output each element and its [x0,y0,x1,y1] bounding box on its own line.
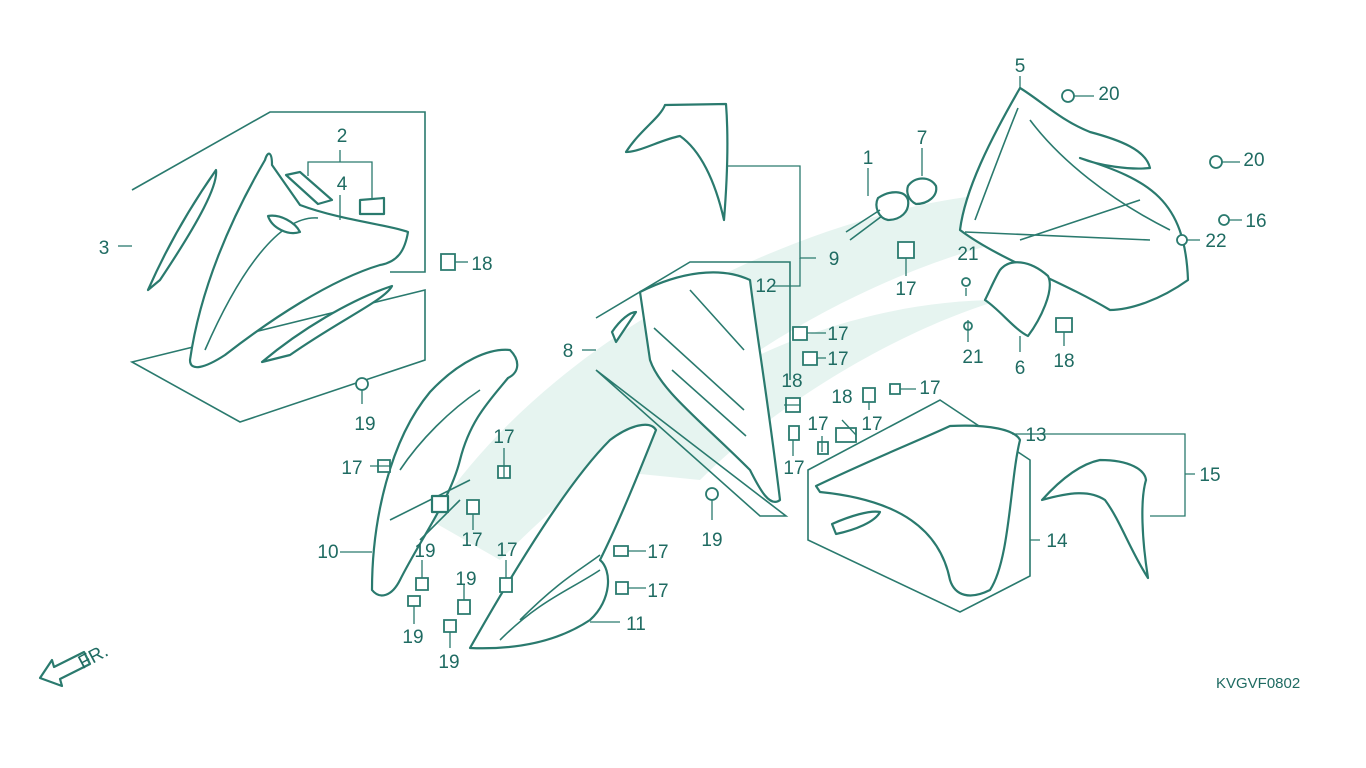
callout-label: 18 [1053,351,1074,372]
upper-frame-part-5 [958,76,1190,312]
callout-label: 11 [626,614,646,635]
callout-label: 17 [827,349,848,370]
callout-label: 17 [493,427,514,448]
diagram-code: KVGVF0802 [1216,675,1300,692]
leader-lines [361,95,1242,648]
callout-label: 17 [861,414,882,435]
callout-label: 10 [317,542,338,563]
callout-label: 19 [402,627,423,648]
watermark-logo [430,192,1180,560]
callout-label: 17 [496,540,517,561]
callout-label: 19 [701,530,722,551]
side-cover-part-13 [807,399,1195,613]
bracket-part-6 [983,261,1051,352]
parts-1-7-socket [845,148,938,241]
callout-label: 18 [781,371,802,392]
callout-label: 18 [471,254,492,275]
callout-label: 19 [455,569,476,590]
callout-labels: 1 2 3 4 5 6 7 8 9 10 11 12 13 14 15 16 1… [99,56,1267,673]
callout-label: 17 [895,279,916,300]
callout-label: 17 [647,542,668,563]
callout-label: 17 [341,458,362,479]
left-inner-panel-part-10 [340,348,519,597]
callout-label: 2 [337,126,348,147]
front-cover-group [118,111,468,423]
callout-label: 21 [957,244,978,265]
callout-label: 17 [827,324,848,345]
callout-label: 19 [438,652,459,673]
lower-cover-part-11 [468,423,658,650]
callout-label: 17 [461,530,482,551]
callout-label: 5 [1015,56,1026,77]
callout-label: 16 [1245,211,1266,232]
callout-label: 20 [1098,84,1119,105]
callout-label: 18 [831,387,852,408]
callout-label: 17 [647,581,668,602]
callout-label: 17 [919,378,940,399]
callout-label: 15 [1199,465,1220,486]
callout-label: 19 [354,414,375,435]
callout-label: 21 [962,347,983,368]
callout-label: 1 [863,148,874,169]
callout-label: 12 [755,276,776,297]
callout-label: 20 [1243,150,1264,171]
callout-label: 17 [807,414,828,435]
inner-frame-part-8 [582,261,791,517]
callout-label: 13 [1025,425,1046,446]
front-direction-arrow [38,650,92,688]
callout-label: 17 [783,458,804,479]
top-cover-part-9 [624,102,816,287]
callout-label: 14 [1046,531,1068,552]
callout-label: 19 [414,541,435,562]
callout-label: 9 [829,249,840,270]
callout-label: 6 [1015,358,1026,379]
callout-label: 4 [337,174,348,195]
callout-label: 7 [917,128,928,149]
callout-label: 3 [99,238,110,259]
callout-label: 22 [1205,231,1226,252]
callout-label: 8 [563,341,574,362]
